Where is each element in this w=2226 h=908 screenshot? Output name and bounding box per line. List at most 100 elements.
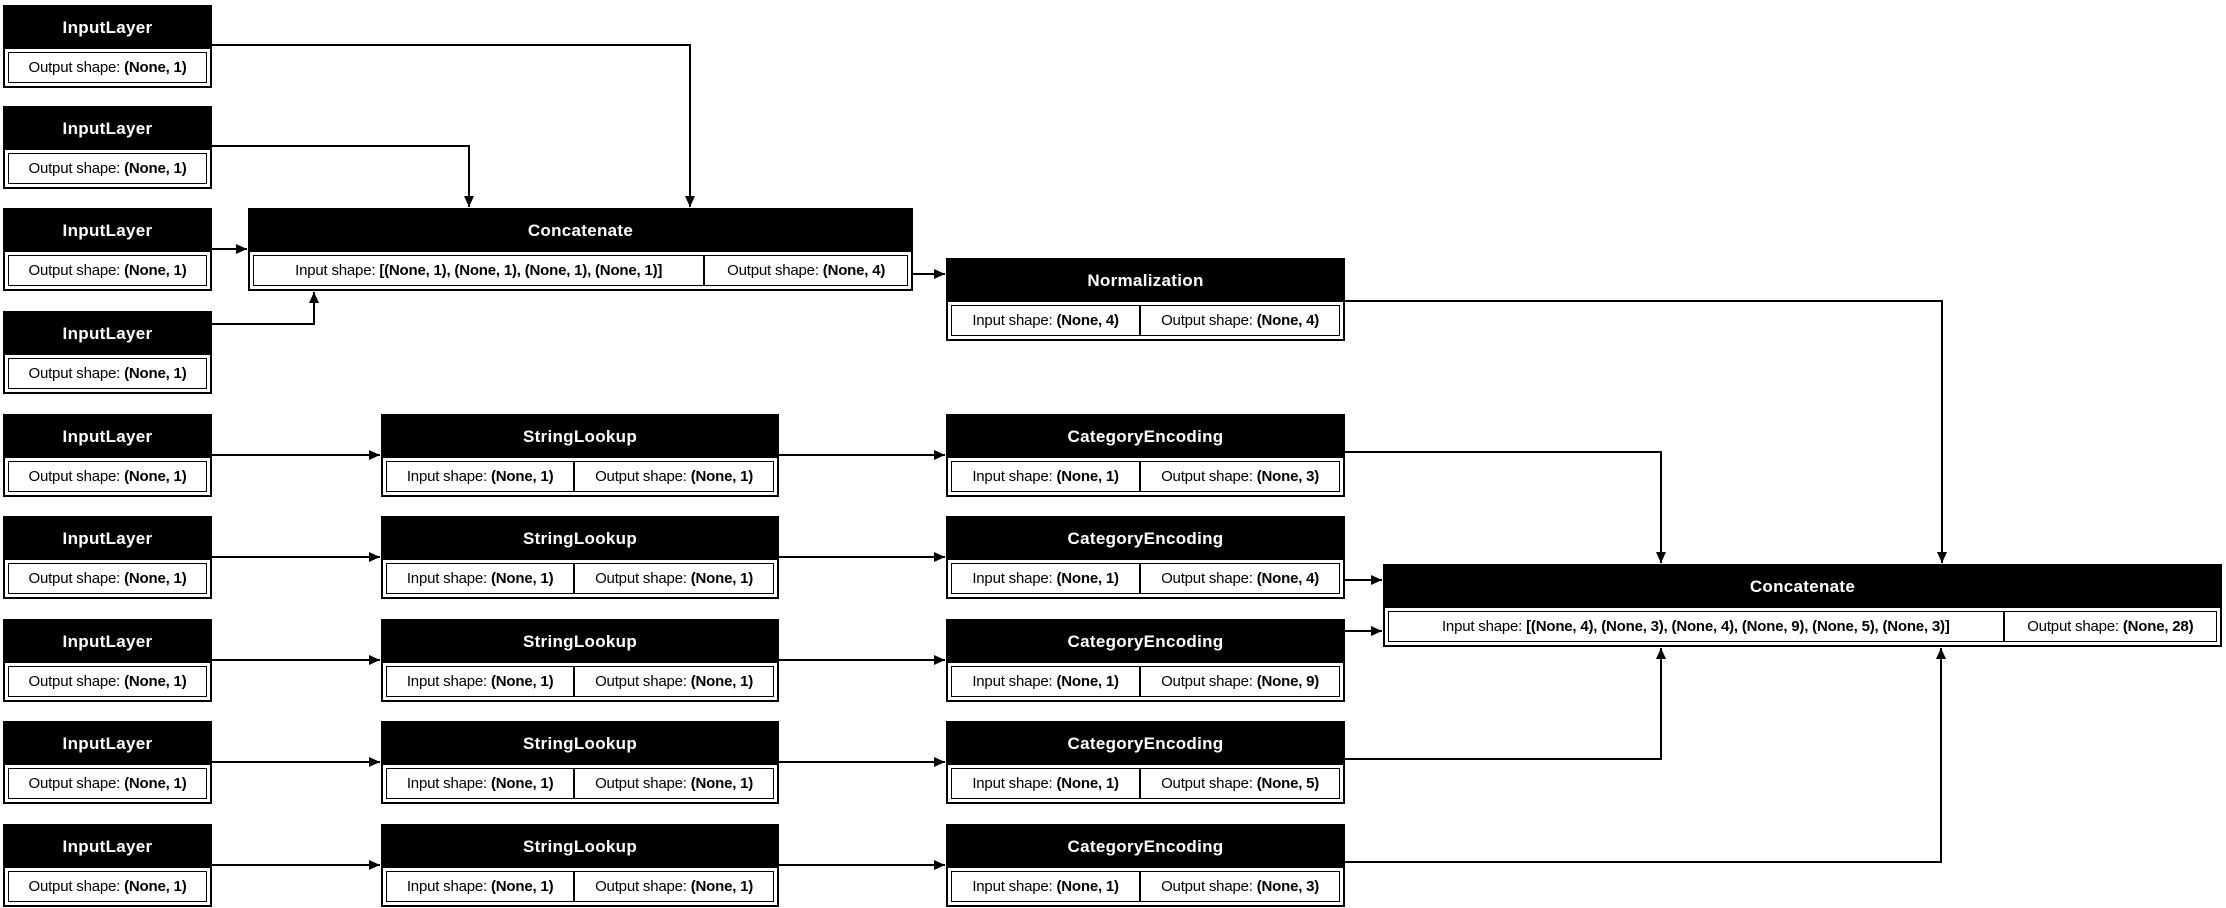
edge-input_layer_4-to-concatenate_1 <box>212 292 319 325</box>
shape-value: (None, 1) <box>1056 878 1119 895</box>
layer-type-title: InputLayer <box>5 518 210 560</box>
layer-shape-row: Input shape:(None, 1) Output shape:(None,… <box>383 765 777 802</box>
shape-cell: Output shape:(None, 1) <box>8 153 207 184</box>
shape-label: Input shape: <box>972 878 1053 895</box>
layer-type-title: Concatenate <box>250 210 911 252</box>
shape-cell: Output shape:(None, 3) <box>1140 461 1340 492</box>
shape-cell: Output shape:(None, 1) <box>8 255 207 286</box>
shape-value: (None, 3) <box>1256 878 1320 895</box>
shape-label: Output shape: <box>1161 312 1253 329</box>
layer-shape-row: Output shape:(None, 1) <box>5 49 210 86</box>
layer-type-title: CategoryEncoding <box>948 518 1343 560</box>
layer-type-title: InputLayer <box>5 621 210 663</box>
layer-type-title: InputLayer <box>5 416 210 458</box>
shape-label: Output shape: <box>595 468 687 485</box>
shape-value: (None, 28) <box>2122 618 2194 635</box>
layer-shape-row: Output shape:(None, 1) <box>5 150 210 187</box>
shape-value: (None, 1) <box>124 775 187 792</box>
shape-cell: Input shape:(None, 1) <box>951 871 1141 902</box>
shape-cell: Input shape:(None, 1) <box>386 461 575 492</box>
layer-type-title: StringLookup <box>383 723 777 765</box>
shape-cell: Output shape:(None, 4) <box>704 255 908 286</box>
shape-value: (None, 3) <box>1256 468 1320 485</box>
shape-cell: Output shape:(None, 1) <box>574 768 774 799</box>
shape-label: Input shape: <box>406 775 487 792</box>
shape-label: Output shape: <box>28 262 121 279</box>
layer-type-title: CategoryEncoding <box>948 416 1343 458</box>
edge-input_layer_2-to-concatenate_1 <box>212 145 474 207</box>
shape-value: (None, 1) <box>690 878 754 895</box>
shape-value: (None, 9) <box>1256 673 1320 690</box>
layer-shape-row: Input shape:(None, 1)Output shape:(None,… <box>383 560 777 597</box>
shape-value: (None, 4) <box>1056 312 1119 329</box>
shape-label: Output shape: <box>28 775 121 792</box>
shape-value: (None, 1) <box>690 468 754 485</box>
shape-value: (None, 1) <box>491 673 554 690</box>
shape-cell: Input shape:(None, 1) <box>386 563 575 594</box>
shape-cell: Input shape:[(None, 4), (None, 3), (None… <box>1388 611 2004 642</box>
shape-label: Output shape: <box>28 468 121 485</box>
shape-label: Output shape: <box>28 160 121 177</box>
shape-cell: Output shape:(None, 1) <box>8 871 207 902</box>
shape-value: (None, 1) <box>124 365 187 382</box>
shape-value: (None, 1) <box>124 59 187 76</box>
shape-value: (None, 1) <box>124 878 187 895</box>
layer-shape-row: Input shape:(None, 1)Output shape:(None,… <box>948 560 1343 597</box>
layer-shape-row: Input shape:(None, 1)Output shape:(None,… <box>948 765 1343 802</box>
shape-label: Output shape: <box>595 878 687 895</box>
shape-label: Output shape: <box>28 570 121 587</box>
shape-label: Input shape: <box>406 878 487 895</box>
layer-type-title: StringLookup <box>383 621 777 663</box>
layer-type-title: CategoryEncoding <box>948 723 1343 765</box>
shape-cell: Input shape:(None, 1) <box>951 563 1141 594</box>
layer-type-title: Normalization <box>948 260 1343 302</box>
shape-label: Input shape: <box>406 570 487 587</box>
shape-label: Output shape: <box>28 365 121 382</box>
shape-cell: Input shape:(None, 4) <box>951 305 1141 336</box>
shape-cell: Input shape:(None, 1) <box>951 666 1141 697</box>
shape-label: Input shape: <box>295 262 376 279</box>
shape-cell: Output shape:(None, 1) <box>574 666 774 697</box>
shape-cell: Output shape:(None, 4) <box>1140 305 1340 336</box>
edge-category_encoding_4-to-concatenate_2 <box>1345 648 1666 760</box>
layer-type-title: InputLayer <box>5 723 210 765</box>
layer-shape-row: Input shape:(None, 1)Output shape:(None,… <box>948 868 1343 905</box>
shape-value: (None, 1) <box>690 673 754 690</box>
shape-cell: Output shape:(None, 5) <box>1140 768 1340 799</box>
layer-type-title: CategoryEncoding <box>948 826 1343 868</box>
layer-shape-row: Output shape:(None, 1) <box>5 663 210 700</box>
layer-shape-row: Output shape:(None, 1) <box>5 765 210 802</box>
shape-cell: Input shape:(None, 1) <box>386 666 575 697</box>
shape-cell: Input shape:(None, 1) <box>951 461 1141 492</box>
shape-label: Input shape: <box>972 673 1053 690</box>
shape-cell: Output shape:(None, 9) <box>1140 666 1340 697</box>
shape-value: (None, 1) <box>124 673 187 690</box>
shape-cell: Output shape:(None, 1) <box>8 52 207 83</box>
layer-type-title: StringLookup <box>383 416 777 458</box>
layer-shape-row: Input shape:(None, 1)Output shape:(None,… <box>948 458 1343 495</box>
shape-label: Output shape: <box>28 673 121 690</box>
layer-type-title: InputLayer <box>5 313 210 355</box>
shape-value: (None, 1) <box>491 775 554 792</box>
shape-value: [(None, 4), (None, 3), (None, 4), (None,… <box>1526 618 1950 635</box>
shape-label: Output shape: <box>1161 878 1253 895</box>
layer-type-title: StringLookup <box>383 826 777 868</box>
edge-normalization-to-concatenate_2 <box>1345 300 1947 563</box>
shape-label: Input shape: <box>972 570 1053 587</box>
layer-shape-row: Input shape:[(None, 1), (None, 1), (None… <box>250 252 911 289</box>
shape-cell: Input shape:[(None, 1), (None, 1), (None… <box>253 255 705 286</box>
shape-label: Input shape: <box>406 468 487 485</box>
